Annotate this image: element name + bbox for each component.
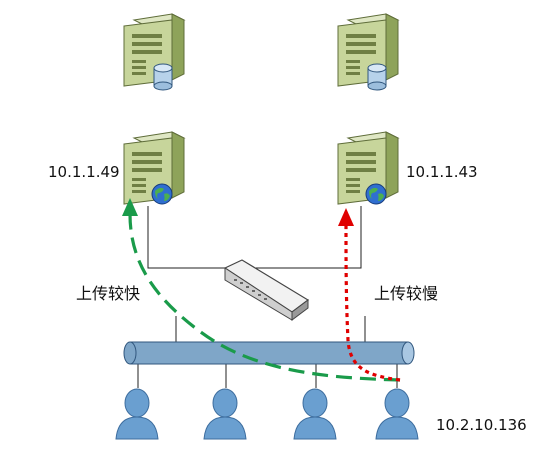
wiring <box>147 206 362 272</box>
server-right-ip-label: 10.1.1.43 <box>406 163 478 181</box>
user-icon-client <box>375 388 419 440</box>
slow-path-arrowhead <box>338 208 354 226</box>
fast-upload-path <box>122 198 401 382</box>
network-backbone-pipe <box>123 341 415 365</box>
user-drop-lines <box>137 316 398 388</box>
database-server-left <box>123 13 185 91</box>
upload-slow-label: 上传较慢 <box>374 284 438 303</box>
user-icon <box>293 388 337 440</box>
web-server-left <box>123 131 185 205</box>
upload-fast-label: 上传较快 <box>76 284 140 303</box>
user-icon <box>115 388 159 440</box>
database-server-right <box>337 13 399 91</box>
client-ip-label: 10.2.10.136 <box>436 416 527 434</box>
server-left-ip-label: 10.1.1.49 <box>48 163 120 181</box>
user-icon <box>203 388 247 440</box>
fast-path-arrowhead <box>122 198 138 216</box>
slow-upload-path <box>338 208 401 382</box>
network-switch-icon <box>223 259 310 321</box>
web-server-right <box>337 131 399 205</box>
